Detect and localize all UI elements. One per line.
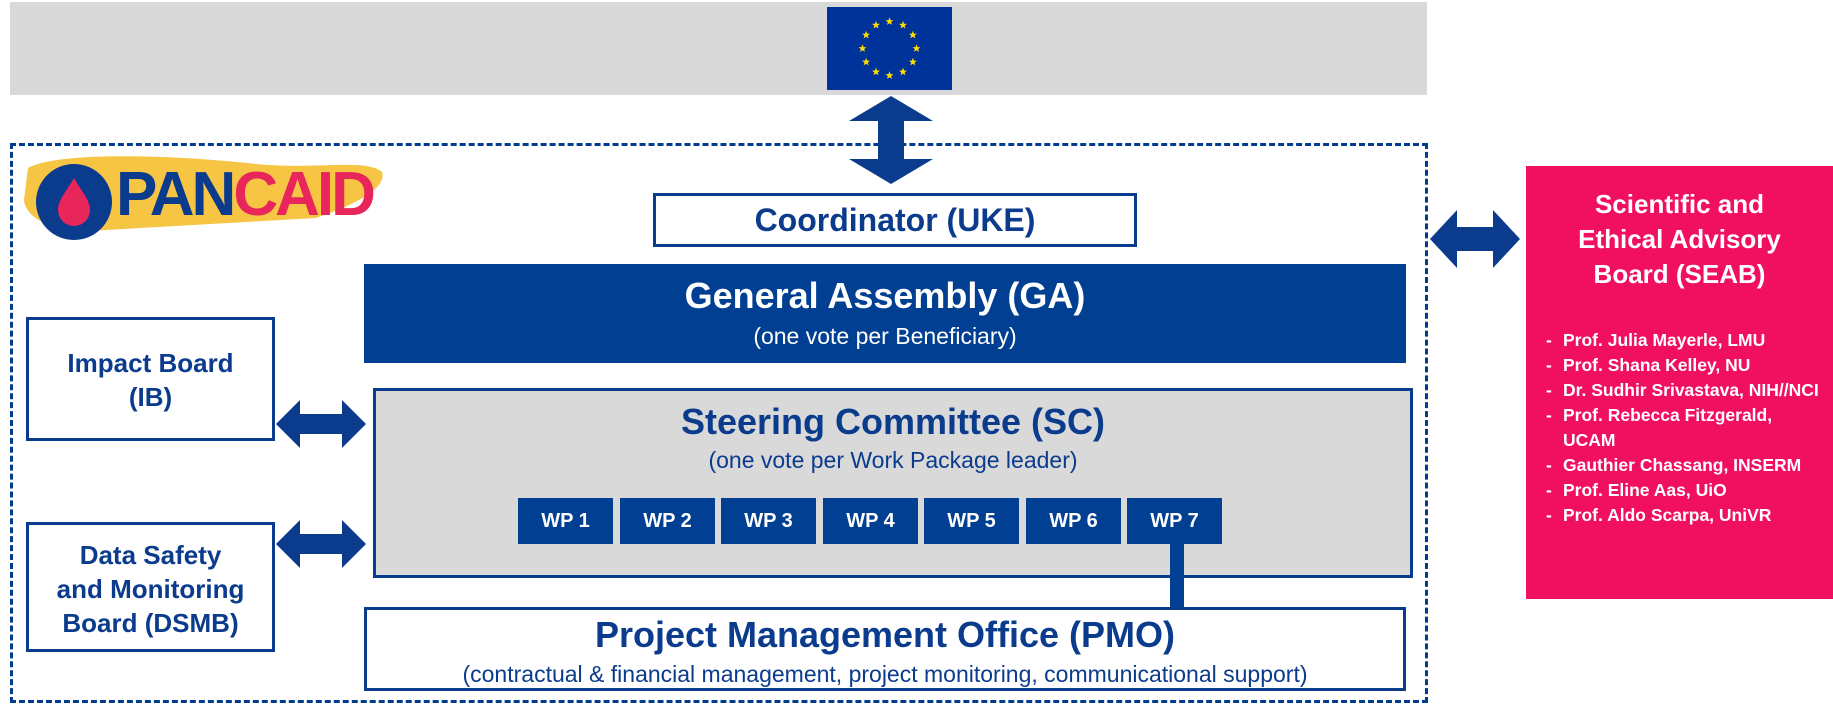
pancaid-logo: PANCAID	[16, 150, 388, 246]
dsmb-line3: Board (DSMB)	[62, 608, 239, 638]
seab-member: Gauthier Chassang, INSERM	[1546, 453, 1828, 478]
general-assembly-box: General Assembly (GA) (one vote per Bene…	[364, 264, 1406, 363]
pmo-subtitle: (contractual & financial management, pro…	[462, 661, 1308, 687]
work-package-3: WP 3	[721, 498, 816, 544]
funder-band	[10, 2, 1427, 95]
eu-star-icon	[872, 20, 880, 29]
dsmb-line2: and Monitoring	[56, 574, 245, 604]
droplet-icon	[58, 178, 90, 226]
logo-wordmark: PANCAID	[116, 164, 376, 226]
work-package-7: WP 7	[1127, 498, 1222, 544]
eu-star-icon	[858, 44, 867, 52]
general-assembly-subtitle: (one vote per Beneficiary)	[753, 323, 1017, 349]
work-package-5: WP 5	[924, 498, 1019, 544]
eu-star-icon	[912, 44, 921, 52]
eu-star-icon	[872, 67, 880, 76]
impact-board-arrow	[276, 400, 366, 448]
seab-title-line1: Scientific and	[1594, 189, 1765, 219]
work-package-2: WP 2	[620, 498, 715, 544]
eu-star-icon	[862, 30, 871, 39]
seab-member: Prof. Rebecca Fitzgerald, UCAM	[1546, 403, 1828, 453]
steering-committee-box: Steering Committee (SC) (one vote per Wo…	[373, 388, 1413, 578]
impact-board-box: Impact Board (IB)	[26, 317, 275, 441]
steering-committee-title: Steering Committee (SC)	[680, 401, 1106, 442]
eu-flag-stars	[858, 17, 921, 79]
pmo-box: Project Management Office (PMO) (contrac…	[364, 607, 1406, 691]
eu-star-icon	[908, 30, 917, 39]
eu-coordinator-arrow	[849, 96, 933, 184]
eu-star-icon	[908, 57, 917, 66]
eu-flag-icon	[827, 7, 952, 90]
consortium-boundary	[10, 143, 1428, 703]
impact-board-line1: Impact Board	[67, 348, 234, 378]
logo-swoosh	[24, 156, 383, 240]
seab-member: Dr. Sudhir Srivastava, NIH//NCI	[1546, 378, 1828, 403]
seab-member: Prof. Aldo Scarpa, UniVR	[1546, 503, 1828, 528]
logo-text-caid: CAID	[233, 160, 376, 229]
coordinator-box: Coordinator (UKE)	[653, 193, 1137, 247]
work-package-1: WP 1	[518, 498, 613, 544]
seab-member: Prof. Shana Kelley, NU	[1546, 353, 1828, 378]
impact-board-line2: (IB)	[128, 382, 173, 412]
work-package-4: WP 4	[823, 498, 918, 544]
dsmb-arrow	[276, 520, 366, 568]
wp7-pmo-connector	[1170, 544, 1184, 609]
eu-star-icon	[899, 67, 907, 76]
dsmb-box: Data Safety and Monitoring Board (DSMB)	[26, 522, 275, 652]
pmo-title: Project Management Office (PMO)	[594, 614, 1176, 655]
seab-member: Prof. Eline Aas, UiO	[1546, 478, 1828, 503]
seab-title-line2: Ethical Advisory	[1578, 224, 1781, 254]
general-assembly-title: General Assembly (GA)	[684, 275, 1086, 316]
work-package-6: WP 6	[1026, 498, 1121, 544]
seab-title: Scientific and Ethical Advisory Board (S…	[1526, 187, 1833, 292]
eu-star-icon	[885, 17, 894, 25]
seab-member: Prof. Julia Mayerle, LMU	[1546, 328, 1828, 353]
eu-star-icon	[885, 71, 894, 79]
seab-member-list: Prof. Julia Mayerle, LMU Prof. Shana Kel…	[1546, 328, 1828, 528]
logo-text-pan: PAN	[116, 160, 236, 229]
steering-committee-subtitle: (one vote per Work Package leader)	[708, 447, 1078, 473]
eu-star-icon	[899, 20, 907, 29]
seab-box: Scientific and Ethical Advisory Board (S…	[1526, 166, 1833, 599]
seab-arrow	[1430, 210, 1520, 268]
dsmb-line1: Data Safety	[79, 540, 222, 570]
eu-star-icon	[862, 57, 871, 66]
seab-title-line3: Board (SEAB)	[1593, 259, 1766, 289]
